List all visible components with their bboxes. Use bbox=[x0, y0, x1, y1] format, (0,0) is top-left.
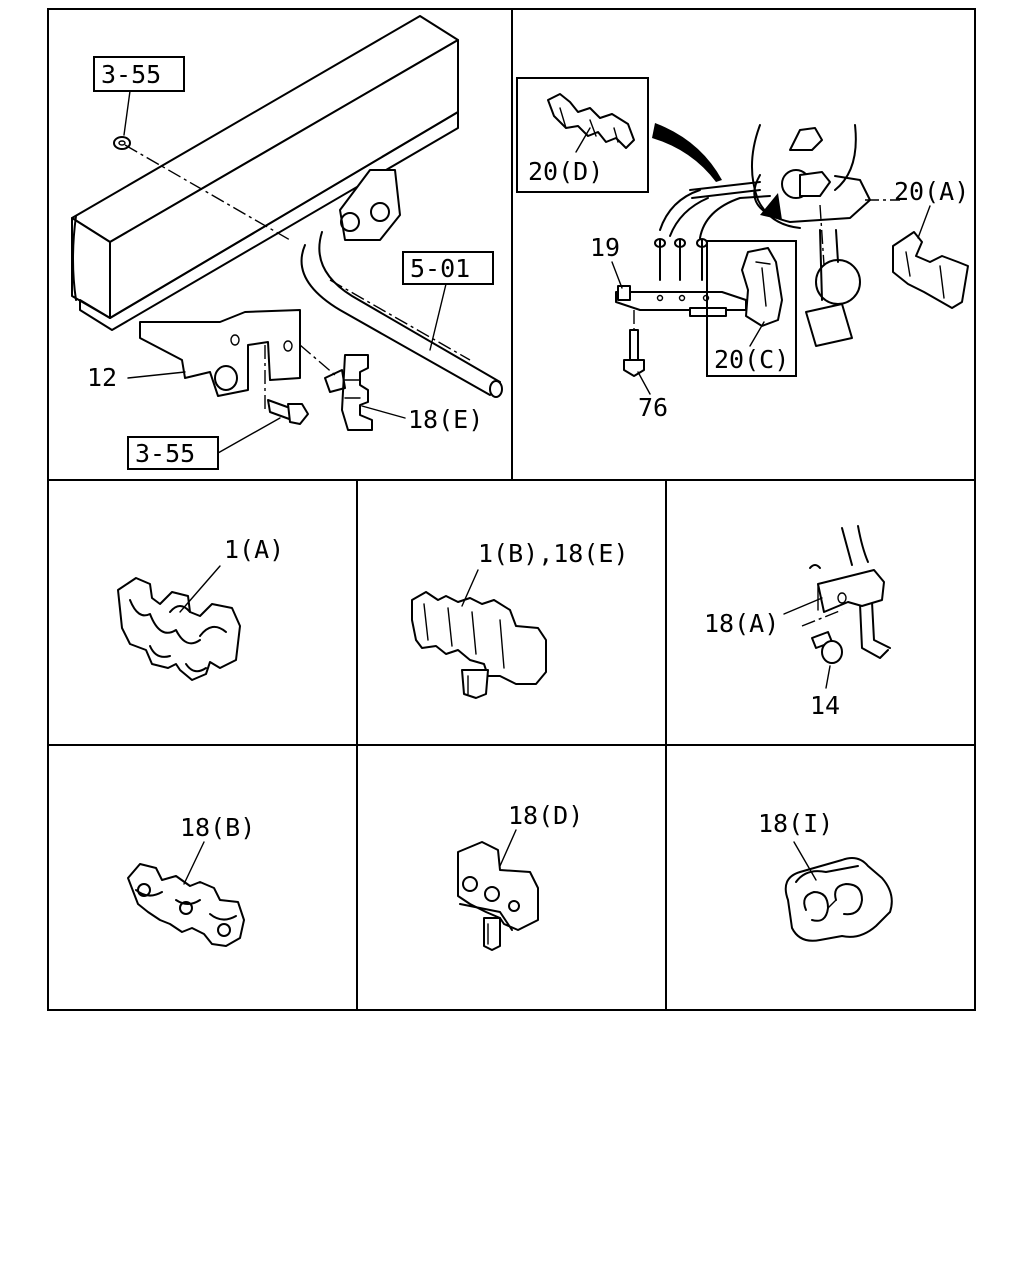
clip-18a bbox=[809, 525, 891, 659]
clip-18b bbox=[127, 863, 245, 947]
clip-18e-label: 18(E) bbox=[408, 405, 483, 434]
clip-18d bbox=[457, 841, 539, 951]
panel-pedal-assembly: 20(D) bbox=[516, 77, 969, 422]
arrow-20d bbox=[652, 123, 722, 182]
bolt bbox=[267, 399, 309, 425]
ref-box-pipe bbox=[402, 251, 494, 285]
clip-20c bbox=[741, 247, 783, 327]
inset-20d-label: 20(D) bbox=[528, 157, 603, 186]
inset-20c-label: 20(C) bbox=[714, 345, 789, 374]
clip-18i-label: 18(I) bbox=[758, 809, 833, 838]
bolt-76-label: 76 bbox=[638, 393, 668, 422]
arrow-20c bbox=[760, 193, 782, 220]
clip-1a-label: 1(A) bbox=[224, 535, 284, 564]
panel-clip-18b: 18(B) bbox=[127, 813, 255, 947]
ref-pipe-label: 5-01 bbox=[410, 254, 470, 283]
panel-clip-18d: 18(D) bbox=[457, 801, 583, 951]
clip-1b-18e-label: 1(B),18(E) bbox=[478, 539, 629, 568]
clip-1b bbox=[411, 591, 547, 699]
bolt-76 bbox=[623, 310, 645, 377]
bolt-14-label: 14 bbox=[810, 691, 840, 720]
panel-clip-18i: 18(I) bbox=[758, 809, 893, 942]
inset-20c-box bbox=[706, 240, 797, 377]
clip-20a-label: 20(A) bbox=[894, 177, 969, 206]
clip-20d bbox=[547, 93, 635, 149]
ref-top-label: 3-55 bbox=[101, 60, 161, 89]
plate-19 bbox=[615, 285, 747, 317]
washer bbox=[113, 136, 131, 150]
clip-20a bbox=[892, 231, 969, 309]
clip-18d-label: 18(D) bbox=[508, 801, 583, 830]
panel-grid bbox=[47, 8, 976, 1011]
panel-frame-mount: 3-55 5-01 3-55 12 18(E) bbox=[71, 15, 503, 470]
panel-clip-18a: 18(A) 14 bbox=[704, 525, 891, 720]
frame-rail bbox=[71, 15, 459, 331]
clip-18e bbox=[324, 354, 373, 431]
plate-19-label: 19 bbox=[590, 233, 620, 262]
pedal-assembly bbox=[654, 124, 900, 347]
inset-20d-box bbox=[516, 77, 649, 193]
clip-1a bbox=[117, 577, 241, 681]
bracket-label: 12 bbox=[87, 363, 117, 392]
ref-box-top bbox=[93, 56, 185, 92]
panel-clip-1a: 1(A) bbox=[117, 535, 284, 681]
ref-bottom-label: 3-55 bbox=[135, 439, 195, 468]
clip-18a-label: 18(A) bbox=[704, 609, 779, 638]
clip-18b-label: 18(B) bbox=[180, 813, 255, 842]
clip-18i bbox=[784, 857, 893, 942]
panel-clip-1b-18e: 1(B),18(E) bbox=[411, 539, 629, 699]
bolt-14 bbox=[811, 631, 843, 664]
bracket-12 bbox=[139, 309, 301, 397]
